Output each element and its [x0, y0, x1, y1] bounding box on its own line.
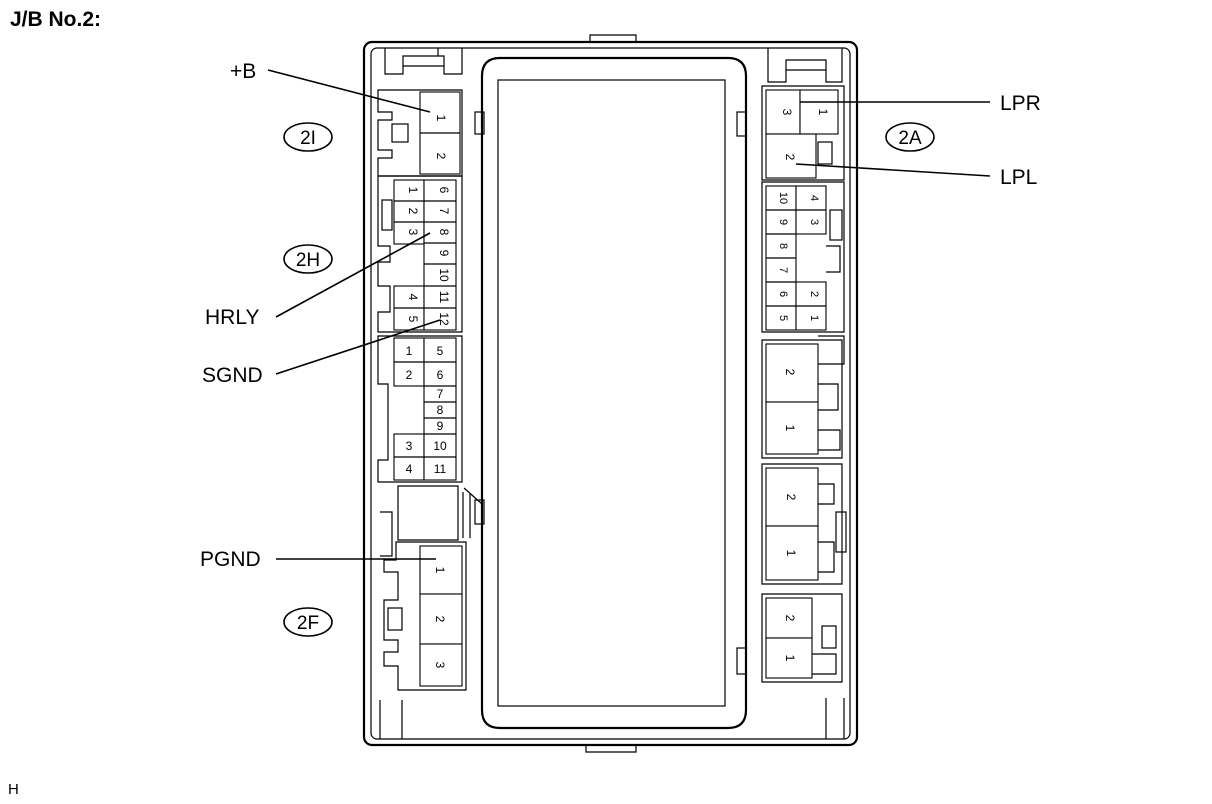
pin-label: 11 [434, 462, 447, 476]
connector-2b[interactable]: 10 9 8 7 6 5 4 3 2 1 [761, 181, 845, 333]
terminal-label-sgnd: SGND [202, 364, 263, 387]
terminal-label-pgnd: PGND [200, 548, 261, 571]
pin-label: 6 [777, 291, 789, 297]
pin-label: 1 [783, 655, 797, 662]
pin-label: 4 [406, 462, 413, 476]
pin-label: 9 [437, 419, 444, 433]
pin-label: 1 [406, 187, 420, 194]
connector-tag-2h: 2H [283, 244, 333, 274]
leader-sgnd [275, 319, 441, 375]
center-window [462, 56, 748, 730]
pin-label: 9 [777, 219, 789, 225]
pin-label: 2 [808, 291, 820, 297]
pin-label: 2 [433, 616, 447, 623]
pin-label: 2 [783, 615, 797, 622]
pin-label: 7 [437, 208, 451, 215]
svg-text:2A: 2A [898, 128, 922, 149]
pin-label: 3 [406, 229, 420, 236]
connector-2e[interactable]: 2 1 [761, 593, 843, 683]
terminal-label-lpr: LPR [1000, 92, 1041, 115]
pin-label: 1 [434, 115, 448, 122]
leader-lines [267, 69, 991, 560]
pin-label: 1 [784, 550, 798, 557]
pin-label: 2 [406, 208, 420, 215]
pin-label: 8 [437, 403, 444, 417]
pin-label: 11 [437, 291, 451, 304]
pin-label: 7 [437, 387, 444, 401]
svg-text:2F: 2F [297, 613, 319, 634]
connector-tag-2f: 2F [283, 607, 333, 637]
pin-label: 10 [777, 192, 789, 204]
pin-label: 9 [437, 250, 451, 257]
pin-label: 8 [777, 243, 789, 249]
pin-label: 1 [808, 315, 820, 321]
connector-2c[interactable]: 2 1 [761, 335, 845, 459]
pin-label: 5 [437, 344, 444, 358]
pin-label: 2 [434, 153, 448, 160]
terminal-label-plus-b: +B [230, 60, 256, 83]
pin-label: 5 [777, 315, 789, 321]
pin-label: 6 [437, 368, 444, 382]
connector-2d[interactable]: 2 1 [761, 463, 847, 585]
connector-2f[interactable]: 1 2 3 [383, 541, 467, 691]
pin-label: 1 [783, 425, 797, 432]
connector-tag-2a: 2A [885, 122, 935, 152]
leader-plus-b [267, 69, 431, 113]
connector-2g[interactable]: 1 2 3 4 5 6 7 8 9 10 11 [377, 335, 463, 483]
pin-label: 8 [437, 229, 451, 236]
pin-label: 2 [406, 368, 413, 382]
pin-label: 1 [433, 567, 447, 574]
pin-label: 2 [783, 369, 797, 376]
connector-2a[interactable]: 3 1 2 [761, 85, 845, 181]
diagram-title: J/B No.2: [10, 8, 102, 31]
junction-block-housing [362, 34, 859, 753]
terminal-label-hrly: HRLY [205, 306, 259, 329]
pin-label: 1 [816, 109, 830, 116]
pin-label: 10 [437, 268, 451, 282]
pin-label: 4 [808, 195, 820, 201]
pin-label: 10 [433, 439, 447, 453]
pin-label: 7 [777, 267, 789, 273]
pin-label: 3 [808, 219, 820, 225]
pin-label: 2 [783, 154, 797, 161]
terminal-label-lpl: LPL [1000, 166, 1037, 189]
pin-label: 12 [437, 312, 451, 326]
leader-hrly [275, 232, 431, 318]
pin-label: 4 [406, 294, 420, 301]
leader-lpl [795, 163, 991, 177]
pin-label: 3 [406, 439, 413, 453]
connector-tag-2i: 2I [283, 122, 333, 152]
pin-label: 1 [406, 344, 413, 358]
connector-2h[interactable]: 1 2 3 4 5 6 7 8 9 10 11 12 [377, 175, 463, 333]
connector-2i[interactable]: 1 2 [377, 89, 463, 177]
pin-label: 6 [437, 187, 451, 194]
svg-text:2H: 2H [296, 250, 320, 271]
pin-label: 2 [784, 494, 798, 501]
figure-code: H [8, 781, 19, 798]
svg-text:2I: 2I [300, 128, 316, 149]
pin-label: 3 [433, 662, 447, 669]
pin-label: 3 [780, 109, 794, 116]
housing-clip [380, 485, 459, 557]
pin-label: 5 [406, 316, 420, 323]
